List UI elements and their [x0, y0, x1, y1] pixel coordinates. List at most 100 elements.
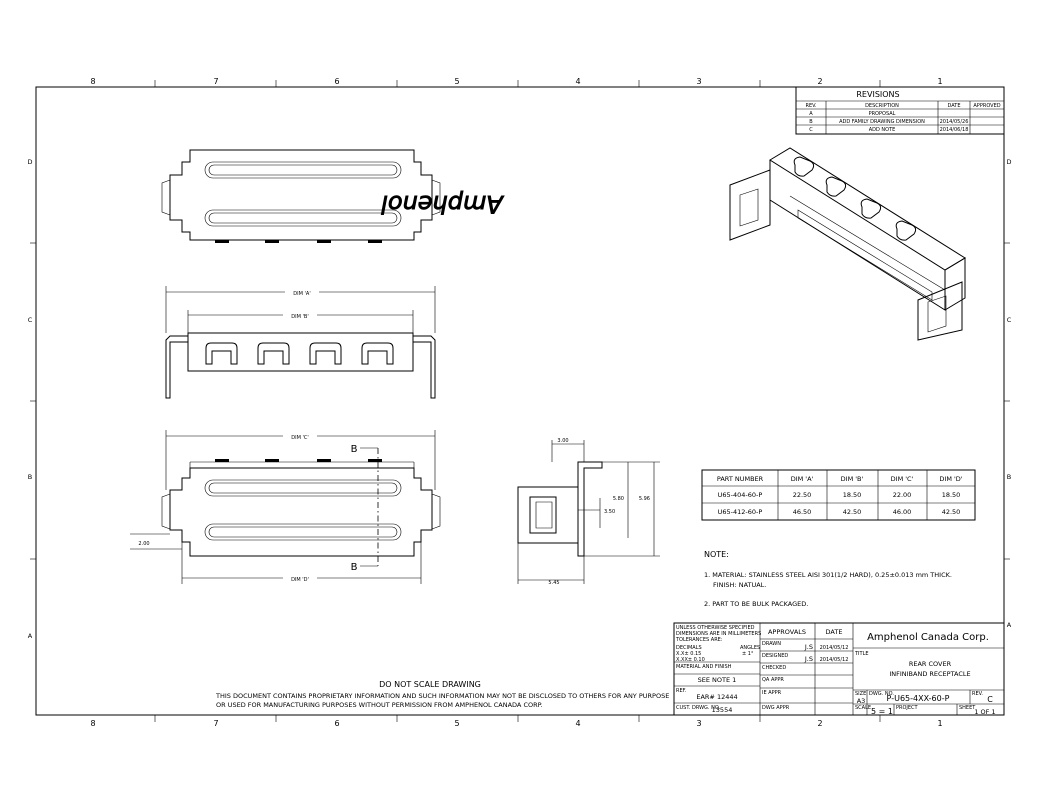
revision-date: 2014/06/18	[940, 127, 969, 133]
rev-value: C	[987, 695, 993, 704]
revisions-header: DATE	[947, 103, 960, 109]
zone-col-label: 3	[696, 77, 701, 86]
zone-row-label: B	[28, 473, 32, 481]
drawn-label: DRAWN	[762, 641, 781, 647]
drawing-title-2: INFINIBAND RECEPTACLE	[889, 670, 970, 678]
isometric-view	[729, 147, 966, 341]
zone-col-label: 2	[817, 719, 822, 728]
part-table-cell: 18.50	[942, 491, 961, 499]
scale-label: SCALE	[855, 705, 871, 711]
zone-col-label: 8	[90, 77, 95, 86]
zone-row-label: A	[28, 632, 33, 640]
checked-label: CHECKED	[762, 665, 786, 671]
part-table-cell: 22.00	[893, 491, 912, 499]
zone-col-label: 5	[454, 77, 459, 86]
zone-col-label: 2	[817, 77, 822, 86]
material-value: SEE NOTE 1	[698, 676, 737, 684]
part-number-table: PART NUMBER DIM 'A' DIM 'B' DIM 'C' DIM …	[701, 469, 976, 521]
zone-col-label: 4	[575, 77, 580, 86]
zone-row-label: B	[1007, 473, 1011, 481]
revision-date: 2014/05/26	[940, 119, 969, 125]
dwg-no-value: P-U65-4XX-60-P	[887, 694, 950, 703]
side-view: 3.00 5.80 5.96 3.50 5.45	[517, 438, 660, 586]
part-table-cell: 46.50	[793, 508, 812, 516]
embossed-logo: Amphenol	[381, 190, 505, 218]
zone-ticks	[30, 80, 1010, 722]
title-block: UNLESS OTHERWISE SPECIFIED DIMENSIONS AR…	[673, 622, 1005, 716]
zone-col-label: 6	[334, 77, 339, 86]
zone-col-label: 8	[90, 719, 95, 728]
zone-col-label: 1	[937, 719, 942, 728]
part-table-cell: U65-404-60-P	[718, 491, 763, 499]
dim-5-96: 5.96	[639, 496, 650, 502]
top-view: Amphenol	[161, 149, 505, 243]
dim-b-label: DIM 'B'	[291, 314, 308, 320]
rev-label: REV.	[972, 691, 983, 697]
section-marker-top: B	[351, 444, 358, 455]
bottom-view: B B DIM 'C' DIM 'D' 2.00	[130, 430, 441, 584]
tolerance-line-2: DIMENSIONS ARE IN MILLIMETERS	[676, 631, 761, 637]
zone-col-label: 4	[575, 719, 580, 728]
zone-row-label: C	[1007, 316, 1012, 324]
note-1: 1. MATERIAL: STAINLESS STEEL AISI 301(1/…	[704, 571, 952, 579]
zone-col-label: 5	[454, 719, 459, 728]
tolerance-xxx: X.XX± 0.10	[676, 657, 705, 663]
revision-description: ADD FAMILY DRAWING DIMENSION	[839, 119, 925, 125]
part-table-cell: 22.50	[793, 491, 812, 499]
revision-description: PROPOSAL	[869, 111, 896, 117]
revisions-header: DESCRIPTION	[865, 103, 899, 109]
project-label: PROJECT	[896, 705, 919, 711]
front-view: DIM 'A' DIM 'B'	[165, 286, 436, 399]
note-1-finish: FINISH: NATUAL.	[713, 581, 766, 589]
qa-appr-label: QA APPR	[762, 677, 784, 683]
designed-value: J.S	[804, 655, 813, 663]
part-table-header: DIM 'B'	[841, 475, 864, 483]
notes-title: NOTE:	[704, 550, 729, 559]
angles-label: ANGLES	[740, 645, 760, 651]
part-table-header: DIM 'D'	[939, 475, 962, 483]
dwg-appr-label: DWG APPR	[762, 705, 790, 711]
decimals-label: DECIMALS	[676, 645, 702, 651]
part-table-header: PART NUMBER	[717, 475, 764, 483]
proprietary-line-2: OR USED FOR MANUFACTURING PURPOSES WITHO…	[216, 701, 543, 709]
section-marker-bottom: B	[351, 562, 358, 573]
designed-label: DESIGNED	[762, 653, 788, 659]
revisions-table: REVISIONS REV. DESCRIPTION DATE APPROVED…	[795, 86, 1005, 135]
sheet-label: SHEET	[959, 705, 976, 711]
revision-description: ADD NOTE	[869, 127, 896, 133]
cust-drwg-label: CUST. DRWG. NO.	[676, 705, 721, 711]
revision-rev: A	[809, 111, 813, 117]
zone-col-label: 7	[213, 77, 218, 86]
dim-5-45: 5.45	[548, 580, 559, 586]
revision-rev: B	[809, 119, 813, 125]
approvals-header: APPROVALS	[768, 628, 806, 636]
dim-c-label: DIM 'C'	[291, 435, 308, 441]
date-header: DATE	[826, 628, 843, 636]
dim-5-80: 5.80	[613, 496, 624, 502]
company-name: Amphenol Canada Corp.	[867, 632, 989, 643]
zone-labels-top: 8 7 6 5 4 3 2 1	[90, 77, 942, 86]
drawing-title-1: REAR COVER	[909, 660, 952, 668]
part-table-cell: 18.50	[843, 491, 862, 499]
part-table-cell: U65-412-60-P	[718, 508, 763, 516]
dim-a-label: DIM 'A'	[293, 291, 310, 297]
drawn-date: 2014/05/12	[820, 645, 849, 651]
material-label: MATERIAL AND FINISH	[676, 664, 732, 670]
zone-row-label: A	[1007, 621, 1012, 629]
tolerance-angle: ± 1°	[742, 651, 754, 657]
dim-3-00: 3.00	[557, 438, 568, 444]
revisions-header: REV.	[806, 103, 817, 109]
size-label: SIZE	[855, 691, 866, 697]
drawn-value: J.S	[804, 643, 813, 651]
zone-labels-rows: D C B A D C B A	[27, 158, 1011, 640]
dim-2-00: 2.00	[138, 541, 149, 547]
proprietary-line-1: THIS DOCUMENT CONTAINS PROPRIETARY INFOR…	[215, 692, 669, 700]
zone-row-label: C	[28, 316, 33, 324]
part-table-header: DIM 'A'	[791, 475, 814, 483]
revisions-title: REVISIONS	[856, 90, 899, 99]
zone-col-label: 1	[937, 77, 942, 86]
disclaimer: DO NOT SCALE DRAWING THIS DOCUMENT CONTA…	[215, 680, 669, 709]
revisions-header: APPROVED	[973, 103, 1000, 109]
designed-date: 2014/05/12	[820, 657, 849, 663]
ie-appr-label: IE APPR	[762, 690, 782, 696]
